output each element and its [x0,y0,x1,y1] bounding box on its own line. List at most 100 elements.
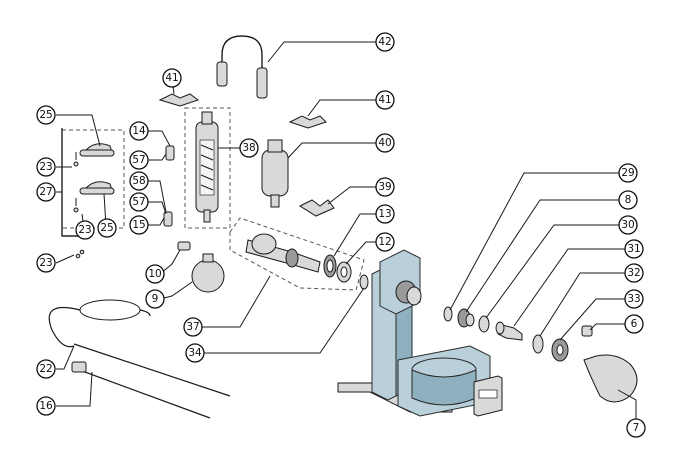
svg-text:42: 42 [378,36,391,48]
callout-30: 30 [618,215,638,235]
clip-32 [532,334,544,354]
svg-text:41: 41 [165,72,178,84]
callout-8: 8 [618,190,638,210]
svg-text:23: 23 [39,257,52,269]
callout-41-right: 41 [375,90,395,110]
svg-text:34: 34 [188,347,202,359]
condenser-bottom [203,209,211,223]
hose-22 [48,299,151,348]
callout-23-bottom: 23 [36,253,56,273]
condenser-top [201,111,213,125]
callout-23-mid: 23 [75,220,95,240]
callout-9: 9 [145,289,165,309]
callout-25-top: 25 [36,105,56,125]
drive-shaft [406,286,422,306]
callout-58: 58 [129,171,149,191]
svg-text:25: 25 [100,222,113,234]
svg-text:9: 9 [152,293,159,305]
svg-text:25: 25 [39,109,52,121]
svg-text:22: 22 [39,363,52,375]
seal-8 [457,308,475,328]
receiver-40 [261,139,289,208]
svg-text:6: 6 [631,318,638,330]
clip-39 [298,199,335,217]
u-tube-right-fitting [256,67,268,99]
ring-34 [359,274,369,290]
callout-12: 12 [375,232,395,252]
callout-15: 15 [129,215,149,235]
valve-10 [177,241,191,251]
callout-42: 42 [375,32,395,52]
svg-text:13: 13 [378,208,391,220]
evaporator-unit [337,249,503,417]
u-tube-left-fitting [216,61,228,87]
callout-32: 32 [624,263,644,283]
callout-33: 33 [624,289,644,309]
condenser-group-box [184,107,231,229]
u-tube-42-outline [221,35,263,95]
svg-text:16: 16 [39,400,53,412]
callout-38: 38 [239,138,259,158]
cap-6 [581,325,593,337]
callout-7: 7 [626,418,646,438]
callout-27: 27 [36,182,56,202]
screw-23b [73,198,79,213]
svg-text:8: 8 [625,194,632,206]
svg-text:30: 30 [621,219,634,231]
svg-text:7: 7 [633,422,640,434]
callout-14: 14 [129,121,149,141]
rod-16 [71,343,231,419]
flask-9 [191,253,225,293]
svg-text:23: 23 [78,224,91,236]
callout-40: 40 [375,133,395,153]
callout-57-bottom: 57 [129,192,149,212]
callout-13: 13 [375,204,395,224]
callout-41-left: 41 [162,68,182,88]
vapor-duct-37 [245,233,321,273]
screw-23c [75,249,85,259]
ring-30 [478,315,490,333]
nut-12 [336,261,352,283]
callout-31: 31 [624,239,644,259]
callout-57-top: 57 [129,150,149,170]
u-tube-42 [221,35,263,95]
svg-text:14: 14 [132,125,146,137]
svg-text:15: 15 [132,219,145,231]
clamp-25-bottom [79,181,115,195]
rod-27 [61,128,90,237]
svg-text:12: 12 [378,236,391,248]
callout-10: 10 [145,264,165,284]
callout-25-bottom: 25 [97,218,117,238]
control-display [478,389,498,399]
vapor-group-box [229,217,365,291]
svg-text:57: 57 [132,154,145,166]
fitting-15 [163,211,173,227]
callout-29: 29 [618,163,638,183]
svg-text:31: 31 [627,243,640,255]
callout-34: 34 [185,343,205,363]
callout-23-top: 23 [36,157,56,177]
svg-text:38: 38 [242,142,255,154]
rod-27-outline [61,128,90,237]
svg-text:32: 32 [627,267,640,279]
svg-text:37: 37 [186,321,199,333]
svg-text:39: 39 [378,181,391,193]
svg-text:57: 57 [132,196,145,208]
callout-39: 39 [375,177,395,197]
callout-22: 22 [36,359,56,379]
nut-33 [551,338,569,362]
svg-text:33: 33 [627,293,640,305]
seal-29 [443,306,453,322]
seal-13 [323,254,337,278]
callout-6: 6 [624,314,644,334]
callout-37: 37 [183,317,203,337]
callout-16: 16 [36,396,56,416]
svg-text:10: 10 [148,268,161,280]
svg-text:23: 23 [39,161,52,173]
clamp-25-top [79,143,115,157]
fitting-14 [165,145,175,161]
svg-text:29: 29 [621,167,634,179]
condenser-38 [195,111,219,223]
